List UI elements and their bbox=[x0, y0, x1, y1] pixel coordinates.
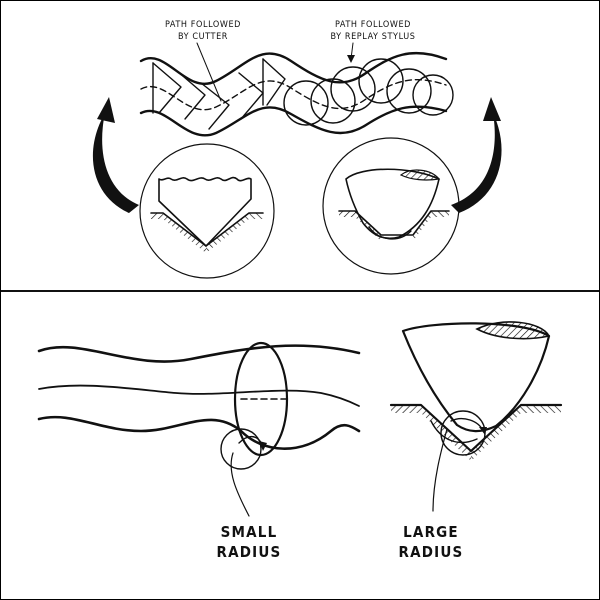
left-curved-arrow bbox=[92, 97, 139, 213]
leader-cutter bbox=[196, 42, 222, 102]
label-small-line1: SMALL bbox=[221, 523, 278, 541]
cutter-magnified-view bbox=[139, 143, 275, 279]
leader-large-radius bbox=[432, 428, 448, 512]
label-stylus-line1: PATH FOLLOWED bbox=[335, 20, 411, 30]
bottom-panel: SMALL RADIUS LARGE RADIUS bbox=[37, 321, 563, 561]
stylus-ellipse bbox=[233, 341, 289, 457]
label-large-line1: LARGE bbox=[403, 523, 459, 541]
stylus-magnified-view bbox=[322, 137, 460, 275]
cutter-profile bbox=[158, 176, 252, 247]
groove-center-path bbox=[140, 79, 447, 111]
stylus-circles bbox=[283, 58, 454, 126]
label-large-line2: RADIUS bbox=[399, 543, 464, 561]
label-cutter-line1: PATH FOLLOWED bbox=[165, 20, 241, 30]
right-curved-arrow bbox=[451, 97, 502, 213]
groove-lower-wall bbox=[139, 105, 448, 137]
groove-top-line bbox=[37, 344, 361, 363]
small-radius-circle bbox=[220, 428, 262, 470]
label-cutter-line2: BY CUTTER bbox=[178, 32, 228, 42]
label-small-line2: RADIUS bbox=[217, 543, 282, 561]
cutter-triangles bbox=[152, 58, 286, 130]
groove-bottom-line bbox=[37, 415, 361, 450]
leader-small-radius bbox=[230, 452, 250, 517]
top-panel: PATH FOLLOWED BY CUTTER PATH FOLLOWED BY… bbox=[92, 20, 502, 279]
label-stylus-line2: BY REPLAY STYLUS bbox=[330, 32, 415, 42]
large-stylus-view bbox=[389, 321, 563, 461]
groove-middle-line bbox=[38, 384, 360, 407]
groove-upper-wall bbox=[139, 51, 448, 85]
leader-stylus-arrowhead bbox=[347, 55, 355, 63]
